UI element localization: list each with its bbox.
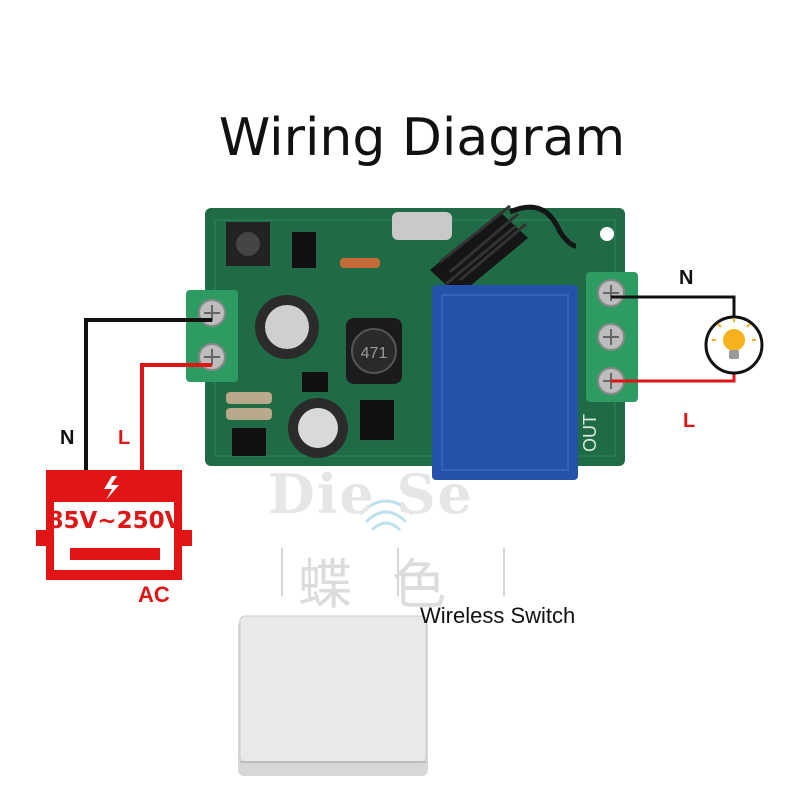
wireless-switch	[238, 615, 428, 776]
diode	[340, 258, 380, 268]
wifi-signal-icon	[358, 499, 414, 532]
resistor	[226, 392, 272, 404]
power-source	[36, 470, 192, 580]
inductor-marking: 471	[361, 345, 388, 362]
input-neutral-wire	[84, 318, 212, 472]
terminal-bar	[70, 548, 160, 560]
output-neutral-wire	[611, 295, 736, 320]
lamp	[704, 315, 764, 375]
antenna-coil	[430, 204, 577, 296]
output-neutral-label: N	[679, 267, 694, 289]
input-neutral-label: N	[60, 427, 75, 449]
voltage-range-label: 85V~250V	[47, 508, 183, 534]
transistor	[302, 372, 328, 392]
output-live-wire	[611, 372, 736, 383]
output-marking: OUT	[580, 414, 600, 452]
watermark-separators	[281, 548, 505, 596]
relay	[432, 285, 578, 480]
ic-chip	[232, 428, 266, 456]
watermark-latin: Die Se	[268, 462, 474, 526]
light-bulb-icon	[723, 329, 745, 351]
output-live-label: L	[683, 410, 696, 432]
wireless-switch-label: Wireless Switch	[420, 603, 576, 628]
switch-panel	[239, 615, 427, 763]
watermark-cjk: 蝶色	[298, 555, 486, 615]
lightning-icon	[104, 476, 119, 500]
input-live-label: L	[118, 427, 131, 449]
input-live-wire	[140, 363, 212, 472]
mounting-hole	[600, 227, 614, 241]
input-terminal-block	[186, 290, 238, 382]
power-type-label: AC	[138, 582, 170, 607]
ic-chip	[360, 400, 394, 440]
receiver-board: 471 OUT	[205, 204, 625, 480]
resistor	[226, 408, 272, 420]
ic-chip	[292, 232, 316, 268]
crystal	[392, 212, 452, 240]
diagram-title: Wiring Diagram	[218, 108, 626, 168]
